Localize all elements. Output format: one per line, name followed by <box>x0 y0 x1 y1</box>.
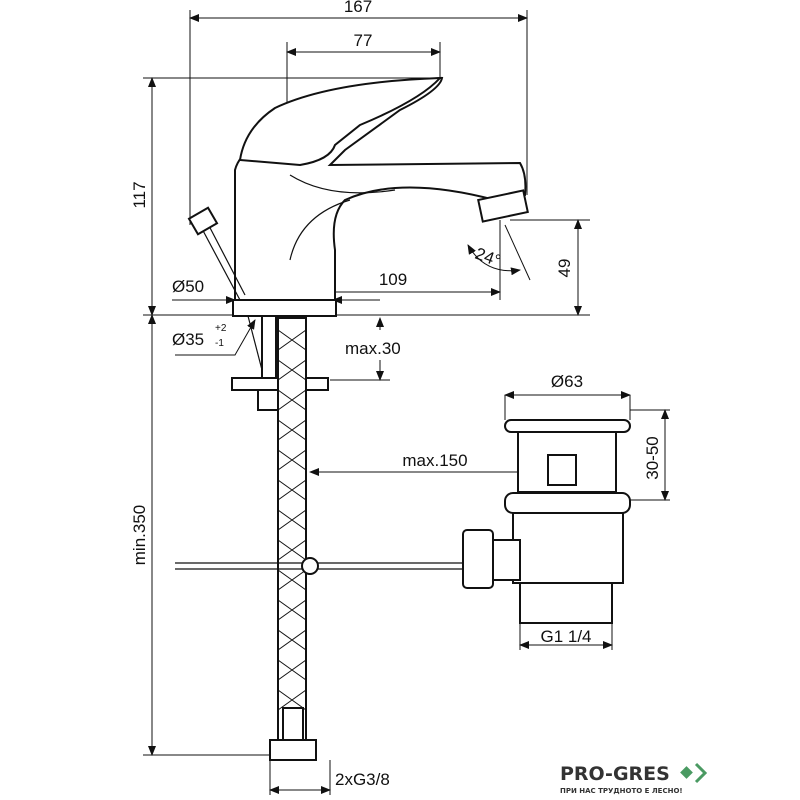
dim-77: 77 <box>354 31 373 50</box>
dim-tol-minus: -1 <box>215 338 224 349</box>
logo-chevron-icon <box>694 762 708 784</box>
popup-knob <box>187 206 219 236</box>
dim-tol-plus: +2 <box>215 323 227 334</box>
waste-plug <box>504 419 631 433</box>
dim-g38: 2xG3/8 <box>335 770 390 789</box>
aerator <box>477 189 529 223</box>
popup-waste <box>462 419 631 624</box>
dim-117: 117 <box>130 181 149 208</box>
rod-clip <box>301 557 319 575</box>
hose-nut <box>269 739 317 761</box>
dim-49: 49 <box>555 259 574 278</box>
dim-d50: Ø50 <box>172 277 204 296</box>
pro-gres-logo: PRO-GRES ПРИ НАС ТРУДНОТО Е ЛЕСНО! <box>560 762 708 795</box>
mounting-assembly <box>175 315 470 761</box>
dimension-lines <box>148 14 669 794</box>
dim-min350: min.350 <box>130 505 149 565</box>
flexible-hose <box>277 317 307 759</box>
dim-angle: 24° <box>473 244 504 271</box>
dimension-labels: 167 77 117 49 109 Ø50 Ø35 +2 -1 max.30 Ø… <box>130 0 662 789</box>
dim-167: 167 <box>344 0 372 16</box>
logo-tagline: ПРИ НАС ТРУДНОТО Е ЛЕСНО! <box>560 787 683 795</box>
extension-lines <box>143 10 670 795</box>
dim-109: 109 <box>379 270 407 289</box>
lever-handle <box>238 76 443 167</box>
dim-d35: Ø35 <box>172 330 204 349</box>
dim-max30: max.30 <box>345 339 401 358</box>
faucet-body <box>187 76 529 317</box>
waste-nut <box>462 529 494 589</box>
dim-d63: Ø63 <box>551 372 583 391</box>
logo-name: PRO-GRES <box>560 763 670 785</box>
logo-diamond-icon <box>680 766 693 779</box>
dim-max150: max.150 <box>402 451 467 470</box>
dim-30-50: 30-50 <box>643 436 662 479</box>
dim-g114: G1 1/4 <box>540 627 591 646</box>
